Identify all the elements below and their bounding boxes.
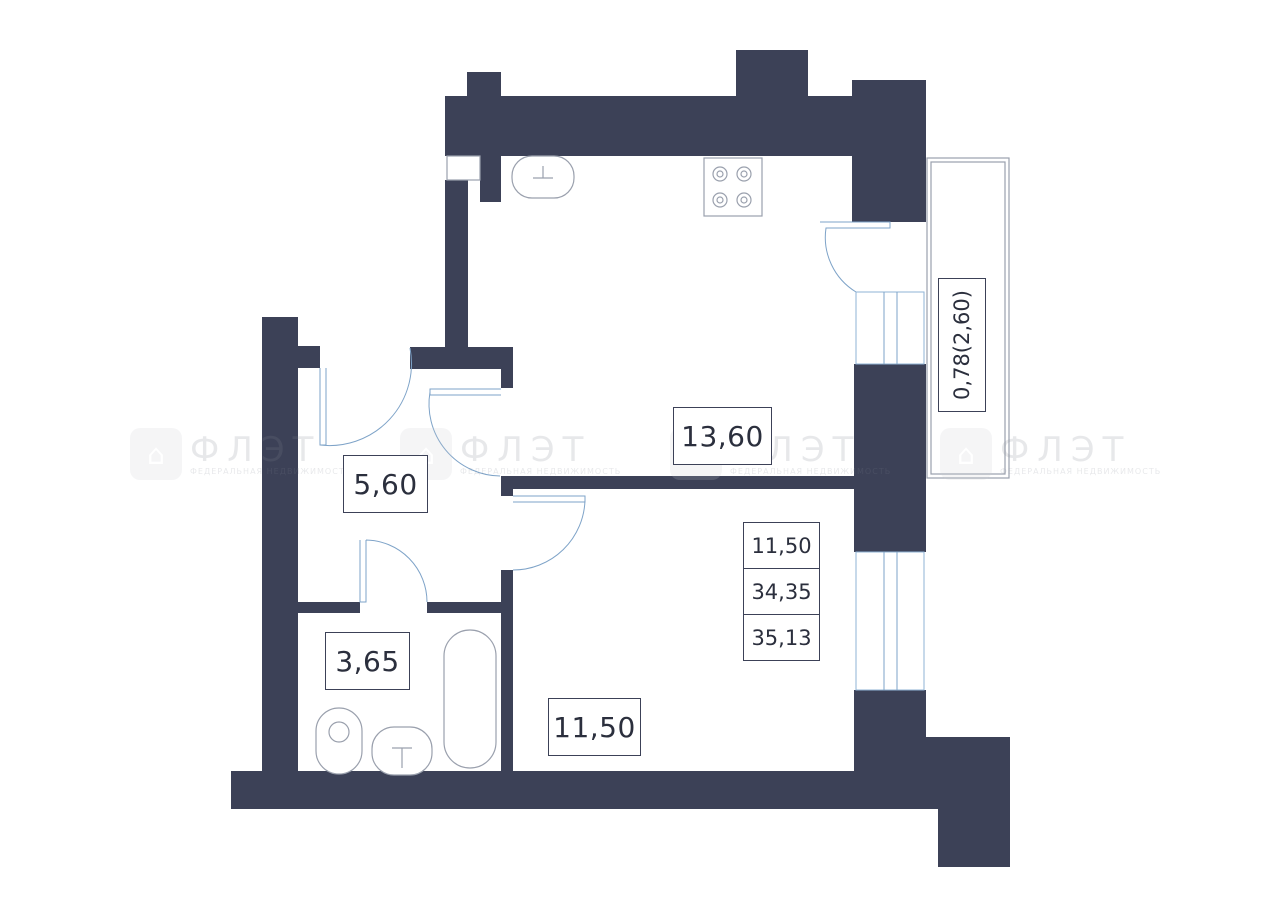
watermark-text: ФЛЭТ ФЕДЕРАЛЬНАЯ НЕДВИЖИМОСТЬ [460,433,621,476]
room-area-bathroom: 3,65 [325,632,410,690]
wall-right-foot [938,737,1010,867]
balcony-outline [926,157,1010,479]
doors [319,221,891,603]
wall-top-stub-right [736,50,808,100]
wall-hall-bath-left [298,602,360,613]
watermark-text: ФЛЭТ ФЕДЕРАЛЬНАЯ НЕДВИЖИМОСТЬ [1000,433,1161,476]
watermark-title: ФЛЭТ [460,429,592,470]
windows [446,155,925,691]
fixtures [315,155,763,776]
summary-total-area: 34,35 [744,569,819,615]
door-bedroom [512,495,586,571]
window-kitchen [855,291,925,365]
watermark-left: ⌂ ФЛЭТ ФЕДЕРАЛЬНАЯ НЕДВИЖИМОСТЬ [130,428,351,480]
watermark-text: ФЛЭТ ФЕДЕРАЛЬНАЯ НЕДВИЖИМОСТЬ [190,433,351,476]
door-kitchen [428,388,501,477]
door-balcony [820,221,891,293]
door-entrance [319,347,412,447]
wall-upper-left-notch [445,96,501,156]
wall-hall-bedroom-upper [501,476,513,496]
window-bedroom [855,551,925,691]
watermark-title: ФЛЭТ [1000,429,1132,470]
watermark-subtitle: ФЕДЕРАЛЬНАЯ НЕДВИЖИМОСТЬ [1000,466,1162,476]
wall-left-outer [262,317,298,777]
area-summary: 11,50 34,35 35,13 [743,522,820,661]
stove-icon [703,157,763,217]
window-upper-left [446,155,481,181]
summary-living-area: 11,50 [744,523,819,569]
wall-bottom [231,771,941,809]
watermark-subtitle: ФЕДЕРАЛЬНАЯ НЕДВИЖИМОСТЬ [460,466,622,476]
summary-total-with-balcony: 35,13 [751,626,812,650]
watermark-subtitle: ФЕДЕРАЛЬНАЯ НЕДВИЖИМОСТЬ [730,466,892,476]
walls [231,50,1010,867]
wall-upper-left-notch-b [480,156,501,202]
wall-kitchen-bedroom [513,476,854,489]
wall-hall-bedroom [501,570,513,771]
room-area-bedroom: 11,50 [548,698,641,756]
flat-logo-icon: ⌂ [940,428,992,480]
wall-top [445,96,925,156]
flat-logo-icon: ⌂ [130,428,182,480]
room-area-hall: 5,60 [343,455,428,513]
balcony-area-label: 0,78(2,60) [938,278,986,412]
watermark-right: ⌂ ФЛЭТ ФЕДЕРАЛЬНАЯ НЕДВИЖИМОСТЬ [940,428,1161,480]
room-area-kitchen-living: 13,60 [673,407,772,465]
watermark-center-left: ⌂ ФЛЭТ ФЕДЕРАЛЬНАЯ НЕДВИЖИМОСТЬ [400,428,621,480]
wall-top-right-block [852,80,926,222]
wall-left-stub [298,346,320,368]
door-bathroom [359,539,428,603]
watermark-subtitle: ФЕДЕРАЛЬНАЯ НЕДВИЖИМОСТЬ [190,466,352,476]
wall-upper-left [445,180,468,358]
wall-kitchen-hall-stub [501,358,513,388]
wall-right-mid [854,364,926,552]
bathtub-icon [443,629,497,769]
wall-kitchen-hall [410,347,513,369]
wall-hall-bath-right [427,602,501,613]
watermark-title: ФЛЭТ [190,429,322,470]
balcony-area-text: 0,78(2,60) [950,290,974,400]
